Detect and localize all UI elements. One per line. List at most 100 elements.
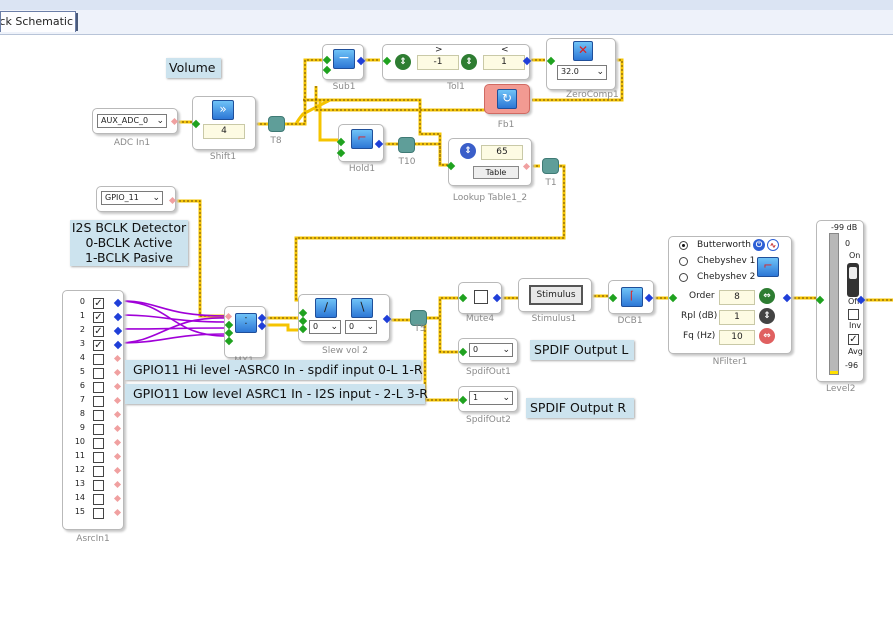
- tol-gt-label: >: [435, 45, 443, 55]
- tol-block[interactable]: > < ⇕ -1 ⇕ 1: [382, 44, 530, 80]
- lookup-value[interactable]: 65: [481, 145, 523, 160]
- asrc-row-out-pin[interactable]: [113, 438, 122, 447]
- level-meter: [829, 233, 839, 375]
- stimulus-button[interactable]: Stimulus: [529, 285, 583, 305]
- asrc-row-checkbox[interactable]: [93, 354, 104, 365]
- asrc-row-checkbox[interactable]: ✓: [93, 340, 104, 351]
- asrc-row-out-pin[interactable]: [113, 326, 123, 336]
- asrc-row-out-pin[interactable]: [113, 340, 123, 350]
- t1-node[interactable]: [542, 158, 559, 174]
- hold-block[interactable]: ⌐: [338, 124, 384, 162]
- level-avg-checkbox[interactable]: ✓: [848, 334, 859, 345]
- filter-wave-icon[interactable]: ∿: [767, 239, 779, 251]
- asrc-row-checkbox[interactable]: ✓: [93, 312, 104, 323]
- asrc-row-checkbox[interactable]: [93, 466, 104, 477]
- asrc-row-out-pin[interactable]: [113, 466, 122, 475]
- asrc-row-checkbox[interactable]: ✓: [93, 326, 104, 337]
- asrc-row-checkbox[interactable]: [93, 410, 104, 421]
- slew-block[interactable]: ∕ ∖ 0⌄ 0⌄: [298, 294, 390, 342]
- asrc-row-out-pin[interactable]: [113, 368, 122, 377]
- asrc-row-out-pin[interactable]: [113, 382, 122, 391]
- asrc-row-checkbox[interactable]: [93, 494, 104, 505]
- stimulus-block[interactable]: Stimulus: [518, 278, 592, 312]
- filter-type-chebyshev1-radio[interactable]: [679, 257, 688, 266]
- tab-block-schematic[interactable]: ock Schematic: [0, 11, 76, 32]
- order-value[interactable]: 8: [719, 290, 755, 305]
- asrc-row-checkbox[interactable]: [93, 396, 104, 407]
- filter-type-butterworth-radio[interactable]: [679, 241, 688, 250]
- lookup-table-button[interactable]: Table: [473, 166, 519, 179]
- asrc-row-checkbox[interactable]: ✓: [93, 298, 104, 309]
- adc-in-block[interactable]: AUX_ADC_0⌄: [92, 108, 178, 134]
- gpio-block[interactable]: GPIO_11⌄: [96, 186, 176, 212]
- mute-checkbox[interactable]: [474, 290, 488, 304]
- asrc-row-label: 7: [79, 395, 85, 404]
- asrc-row-checkbox[interactable]: [93, 452, 104, 463]
- nfilter-block[interactable]: Butterworth Chebyshev 1 Chebyshev 2 ⏻ ∿ …: [668, 236, 792, 354]
- asrc-row-label: 10: [74, 437, 85, 446]
- lookup-knob-icon[interactable]: ⇕: [460, 143, 476, 159]
- filter-phase-icon[interactable]: ⏻: [753, 239, 765, 251]
- chevron-down-icon: ⌄: [502, 393, 510, 403]
- tab-strip: ock Schematic: [0, 10, 893, 35]
- t10-node[interactable]: [398, 137, 415, 153]
- lookup-block[interactable]: ⇕ 65 Table: [448, 138, 532, 186]
- spdifout2-select[interactable]: 1⌄: [469, 391, 513, 405]
- shift-value[interactable]: 4: [203, 124, 245, 139]
- tol-gt-knob-icon[interactable]: ⇕: [395, 54, 411, 70]
- adc-source-value: AUX_ADC_0: [101, 116, 149, 125]
- asrc-row-out-pin[interactable]: [113, 480, 122, 489]
- asrc-row-out-pin[interactable]: [113, 396, 122, 405]
- level-inv-checkbox[interactable]: [848, 309, 859, 320]
- filter-type-chebyshev2-radio[interactable]: [679, 273, 688, 282]
- asrc-row-out-pin[interactable]: [113, 424, 122, 433]
- spdifout1-block[interactable]: 0⌄: [458, 338, 518, 364]
- slew-select-1[interactable]: 0⌄: [309, 320, 341, 334]
- asrc-row-checkbox[interactable]: [93, 424, 104, 435]
- level-toggle-thumb: [849, 267, 857, 279]
- asrc-row-out-pin[interactable]: [113, 410, 122, 419]
- asrc-row-checkbox[interactable]: [93, 368, 104, 379]
- order-knob-icon[interactable]: ⇔: [759, 288, 775, 304]
- gpio-select[interactable]: GPIO_11⌄: [101, 191, 163, 205]
- level-block[interactable]: -99 dB 0 On Off Inv ✓ Avg -96: [816, 220, 864, 382]
- slew-select-2[interactable]: 0⌄: [345, 320, 377, 334]
- chevron-down-icon: ⌄: [152, 193, 160, 203]
- fq-value[interactable]: 10: [719, 330, 755, 345]
- spdif-r-note: SPDIF Output R: [526, 398, 634, 418]
- tab-separator: [76, 13, 78, 31]
- asrc-row-out-pin[interactable]: [113, 354, 122, 363]
- asrc-row-checkbox[interactable]: [93, 480, 104, 491]
- asrc-row-checkbox[interactable]: [93, 382, 104, 393]
- fb-caption: Fb1: [497, 120, 515, 130]
- shift-block[interactable]: » 4: [192, 96, 256, 150]
- zerocomp-block[interactable]: ✕ 32.0⌄: [546, 38, 616, 90]
- spdifout1-select[interactable]: 0⌄: [469, 343, 513, 357]
- asrc-row-out-pin[interactable]: [113, 508, 122, 517]
- asrc-row-checkbox[interactable]: [93, 438, 104, 449]
- fq-knob-icon[interactable]: ⇔: [759, 328, 775, 344]
- asrc-row-out-pin[interactable]: [113, 494, 122, 503]
- rpl-value[interactable]: 1: [719, 310, 755, 325]
- level-zero-label: 0: [845, 239, 851, 248]
- asrc-row-checkbox[interactable]: [93, 508, 104, 519]
- level-meter-fill: [830, 371, 838, 374]
- t8-node[interactable]: [268, 116, 285, 132]
- asrc-row-out-pin[interactable]: [113, 298, 123, 308]
- t5-node[interactable]: [410, 310, 427, 326]
- spdifout2-block[interactable]: 1⌄: [458, 386, 518, 412]
- tol-gt-value[interactable]: -1: [417, 55, 459, 70]
- zerocomp-select[interactable]: 32.0⌄: [557, 65, 607, 80]
- level-caption: Level2: [826, 384, 856, 394]
- chevron-down-icon: ⌄: [502, 345, 510, 355]
- level-toggle-switch[interactable]: [847, 263, 859, 297]
- rpl-knob-icon[interactable]: ⇕: [759, 308, 775, 324]
- adc-source-select[interactable]: AUX_ADC_0⌄: [97, 114, 167, 128]
- fb-block[interactable]: ↻: [484, 84, 530, 114]
- t8-caption: T8: [270, 136, 282, 146]
- asrc-row-out-pin[interactable]: [113, 312, 123, 322]
- tol-lt-value[interactable]: 1: [483, 55, 525, 70]
- tol-lt-knob-icon[interactable]: ⇕: [461, 54, 477, 70]
- asrc-row-out-pin[interactable]: [113, 452, 122, 461]
